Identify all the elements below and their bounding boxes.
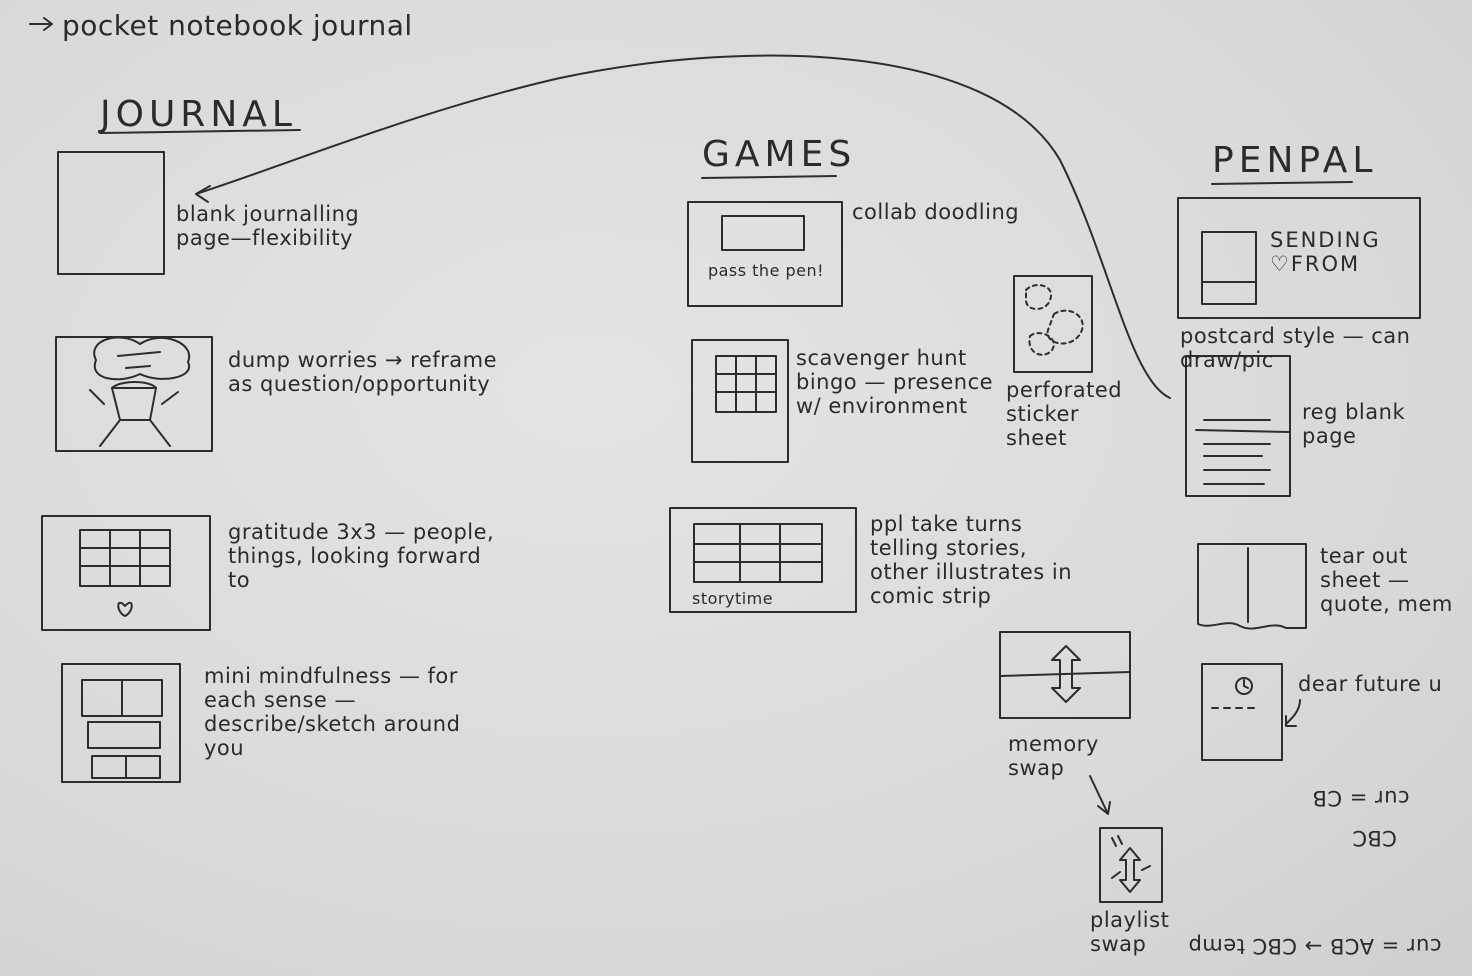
memory-to-playlist-arrow-icon <box>1090 776 1110 814</box>
collab-doodling-sketch <box>688 202 842 306</box>
games-collab-doodling-label: collab doodling <box>852 200 1019 224</box>
games-scavenger-label: scavenger hunt bingo — presence w/ envir… <box>796 346 1006 418</box>
journal-heading: JOURNAL <box>100 94 297 135</box>
blank-page-list-sketch <box>1186 356 1290 496</box>
games-sticker-sheet-label: perforated sticker sheet <box>1006 378 1126 450</box>
upside-down-note-cur-acb: cur = ACB → CBC temp <box>1188 934 1441 958</box>
penpal-tear-out-label: tear out sheet — quote, mem <box>1320 544 1460 616</box>
page-title: pocket notebook journal <box>62 10 413 42</box>
journal-gratitude-label: gratitude 3x3 — people, things, looking … <box>228 520 498 592</box>
penpal-sending-from-label: SENDING ♡FROM <box>1270 228 1410 276</box>
games-heading: GAMES <box>702 134 856 175</box>
header-arrow-icon <box>30 18 52 30</box>
upside-down-note-cur-cb: cur = CB <box>1312 786 1410 810</box>
scavenger-bingo-sketch <box>692 340 788 462</box>
worries-sketch <box>56 337 212 451</box>
penpal-heading: PENPAL <box>1212 140 1377 181</box>
penpal-postcard-label: postcard style — can draw/pic <box>1180 324 1440 372</box>
mindfulness-sketch <box>62 664 180 782</box>
games-take-turns-label: ppl take turns telling stories, other il… <box>870 512 1090 609</box>
gratitude-grid-sketch <box>42 516 210 630</box>
sticker-sheet-sketch <box>1014 276 1092 372</box>
penpal-blank-page-label: reg blank page <box>1302 400 1432 448</box>
penpal-dear-future-label: dear future u <box>1298 672 1458 696</box>
games-pass-the-pen-label: pass the pen! <box>702 262 830 280</box>
games-memory-swap-label: memory swap <box>1008 732 1118 780</box>
games-playlist-swap-label: playlist swap <box>1090 908 1186 956</box>
memory-swap-sketch <box>1000 632 1130 718</box>
blank-page-sketch <box>58 152 164 274</box>
penpal-underline <box>1212 182 1352 184</box>
journal-mindfulness-label: mini mindfulness — for each sense — desc… <box>204 664 494 761</box>
dear-future-sketch <box>1202 664 1300 760</box>
playlist-swap-sketch <box>1100 828 1162 902</box>
journal-blank-page-label: blank journalling page—flexibility <box>176 202 416 250</box>
journal-dump-worries-label: dump worries → reframe as question/oppor… <box>228 348 508 396</box>
games-underline <box>702 176 836 178</box>
games-storytime-label: storytime <box>692 590 773 608</box>
tear-out-sheet-sketch <box>1198 544 1306 629</box>
upside-down-note-cbc: CBC <box>1352 826 1397 850</box>
